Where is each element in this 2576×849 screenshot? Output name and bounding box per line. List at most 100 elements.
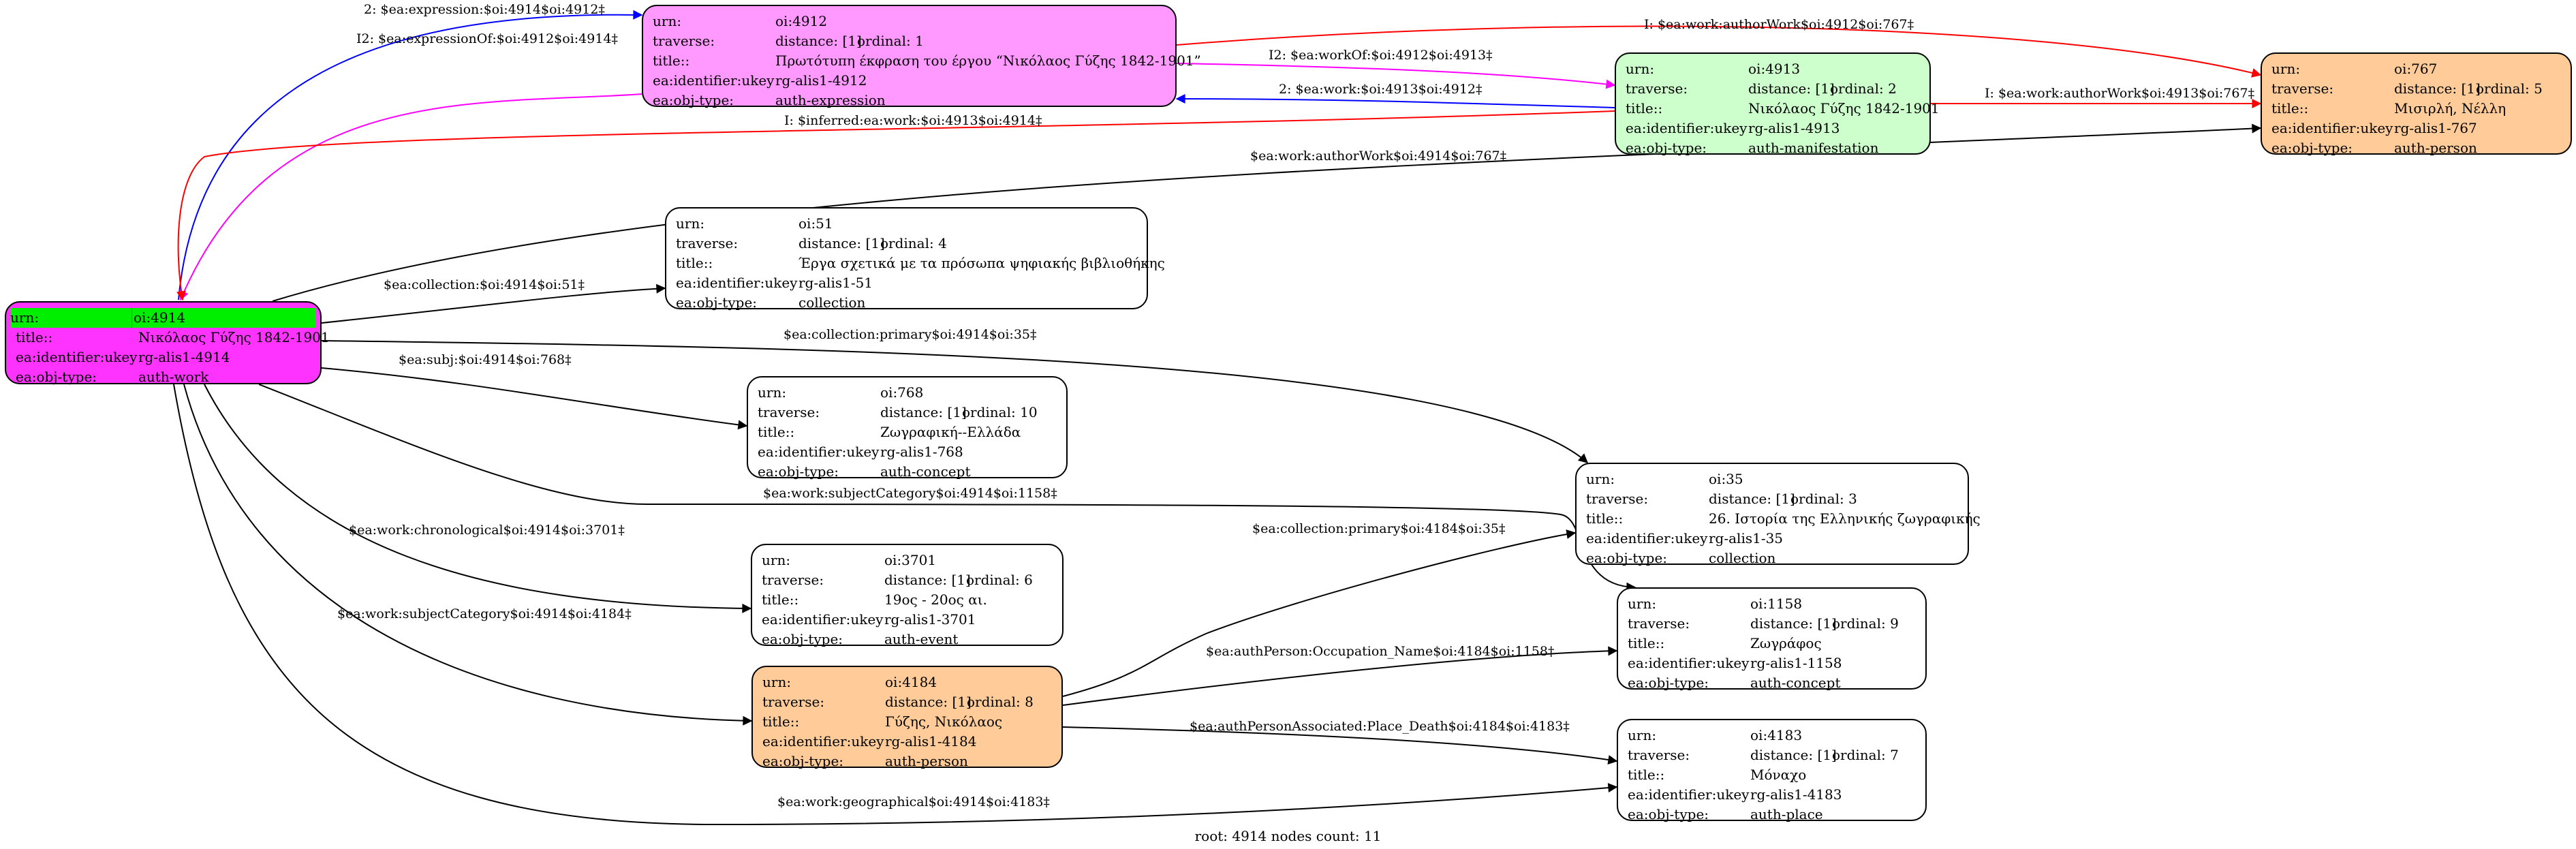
field-value: distance: [1] <box>2394 80 2481 97</box>
field-ordinal: ordinal: 2 <box>1830 80 1897 97</box>
node-field-row: title::19ος - 20ος αι. <box>762 590 1053 610</box>
node-field-row: traverse:distance: [1]ordinal: 4 <box>676 234 1137 253</box>
field-value: oi:4184 <box>885 674 937 690</box>
field-value: auth-event <box>884 631 959 647</box>
field-value: auth-manifestation <box>1748 140 1879 156</box>
node-field-row: ea:obj-type:auth-concept <box>1628 673 1916 693</box>
edge-label: $ea:work:authorWork$oi:4914$oi:767‡ <box>1250 149 1507 164</box>
edge-label: $ea:work:chronological$oi:4914$oi:3701‡ <box>349 523 625 538</box>
field-key: ea:identifier:ukey <box>1628 786 1750 803</box>
field-key: title:: <box>653 52 690 69</box>
field-key: title:: <box>2271 100 2309 117</box>
field-key: title:: <box>16 329 53 345</box>
edge-label: I: $inferred:ea:work:$oi:4913$oi:4914‡ <box>784 113 1042 128</box>
field-key: traverse: <box>1626 80 1688 97</box>
field-key: ea:identifier:ukey <box>762 611 884 628</box>
node-field-row: ea:obj-type:auth-expression <box>653 91 1166 110</box>
edge-e14 <box>183 384 753 726</box>
field-value: Νικόλαος Γύζης 1842-1901 <box>138 329 330 345</box>
edge-e15 <box>1062 529 1577 697</box>
node-field-row: urn: oi:35 <box>1586 469 1958 489</box>
field-value: Νικόλαος Γύζης 1842-1901 <box>1748 100 1940 117</box>
node-field-row: urn:oi:3701 <box>762 551 1053 570</box>
field-value: auth-work <box>138 369 209 385</box>
field-key: title:: <box>1628 767 1665 783</box>
field-value: rg-alis1-3701 <box>884 611 976 628</box>
field-value: auth-concept <box>1750 675 1841 691</box>
edge-e9 <box>321 283 666 324</box>
field-key: title:: <box>1628 635 1665 651</box>
field-key: traverse: <box>1628 747 1690 763</box>
node-field-row: traverse:distance: [1]ordinal: 5 <box>2271 79 2561 99</box>
field-key: ea:identifier:ukey <box>762 733 884 750</box>
field-key: urn: <box>1586 471 1615 487</box>
field-value: oi:4183 <box>1750 727 1803 743</box>
field-value: distance: [1] <box>1750 615 1837 632</box>
field-key: ea:identifier:ukey <box>1628 655 1750 671</box>
node-field-row: urn:oi:4914 <box>10 308 316 328</box>
field-value: Μισιρλή, Νέλλη <box>2394 100 2507 117</box>
field-value: rg-alis1-768 <box>880 444 963 460</box>
node-field-row: ea:obj-type: auth-event <box>762 630 1053 649</box>
field-key: traverse: <box>758 404 820 420</box>
field-key: traverse: <box>762 694 825 710</box>
edge-e1 <box>178 10 643 300</box>
field-value: oi:35 <box>1709 471 1743 487</box>
field-key: ea:identifier:ukey <box>16 349 138 365</box>
node-field-row: urn:oi:768 <box>758 383 1057 403</box>
field-value: rg-alis1-51 <box>798 275 873 291</box>
node-field-row: title::26. Ιστορία της Ελληνικής ζωγραφι… <box>1586 509 1981 529</box>
field-value: oi:4914 <box>131 308 185 328</box>
edge-label: 2: $ea:work:$oi:4913$oi:4912‡ <box>1279 82 1483 97</box>
node-field-row: ea:obj-type:auth-work <box>16 367 311 387</box>
node-field-row: urn:oi:51 <box>676 214 1137 234</box>
field-key: ea:obj-type: <box>758 463 839 480</box>
field-value: 26. Ιστορία της Ελληνικής ζωγραφικής <box>1709 510 1981 527</box>
field-value: rg-alis1-1158 <box>1750 655 1842 671</box>
node-field-row: traverse:distance: [1]ordinal: 1 <box>653 31 1166 51</box>
edge-label: $ea:subj:$oi:4914$oi:768‡ <box>399 352 572 367</box>
field-value: 19ος - 20ος αι. <box>884 591 987 608</box>
field-ordinal: ordinal: 5 <box>2476 80 2543 97</box>
field-value: rg-alis1-4912 <box>775 72 867 89</box>
field-key: ea:identifier:ukey <box>1586 530 1708 546</box>
edge-label: 2: $ea:expression:$oi:4914$oi:4912‡ <box>364 2 605 17</box>
field-value: distance: [1] <box>1709 491 1795 507</box>
field-key: ea:obj-type: <box>762 631 843 647</box>
node-field-row: traverse:distance: [1]ordinal: 6 <box>762 570 1053 590</box>
field-key: urn: <box>762 552 791 568</box>
edge-label: $ea:collection:primary$oi:4184$oi:35‡ <box>1252 521 1506 536</box>
field-value: auth-expression <box>775 92 886 108</box>
node-field-row: ea:obj-type:auth-concept <box>758 462 1057 482</box>
field-value: oi:1158 <box>1750 596 1803 612</box>
node-field-row: title::Πρωτότυπη έκφραση του έργου “Νικό… <box>653 51 1201 71</box>
node-field-row: title::Μισιρλή, Νέλλη <box>2271 99 2561 119</box>
node-field-row: title::Νικόλαος Γύζης 1842-1901 <box>1626 99 1940 119</box>
field-key: urn: <box>2271 61 2301 77</box>
edge-e2 <box>179 93 642 301</box>
field-value: Πρωτότυπη έκφραση του έργου “Νικόλαος Γύ… <box>775 52 1201 69</box>
field-value: distance: [1] <box>880 404 967 420</box>
edge-label: I2: $ea:expressionOf:$oi:4912$oi:4914‡ <box>356 31 619 46</box>
node-field-row: traverse:distance: [1]ordinal: 7 <box>1628 745 1916 765</box>
field-key: ea:identifier:ukey <box>2271 120 2393 136</box>
edge-label: I: $ea:work:authorWork$oi:4912$oi:767‡ <box>1644 17 1914 32</box>
field-key: urn: <box>1628 596 1657 612</box>
